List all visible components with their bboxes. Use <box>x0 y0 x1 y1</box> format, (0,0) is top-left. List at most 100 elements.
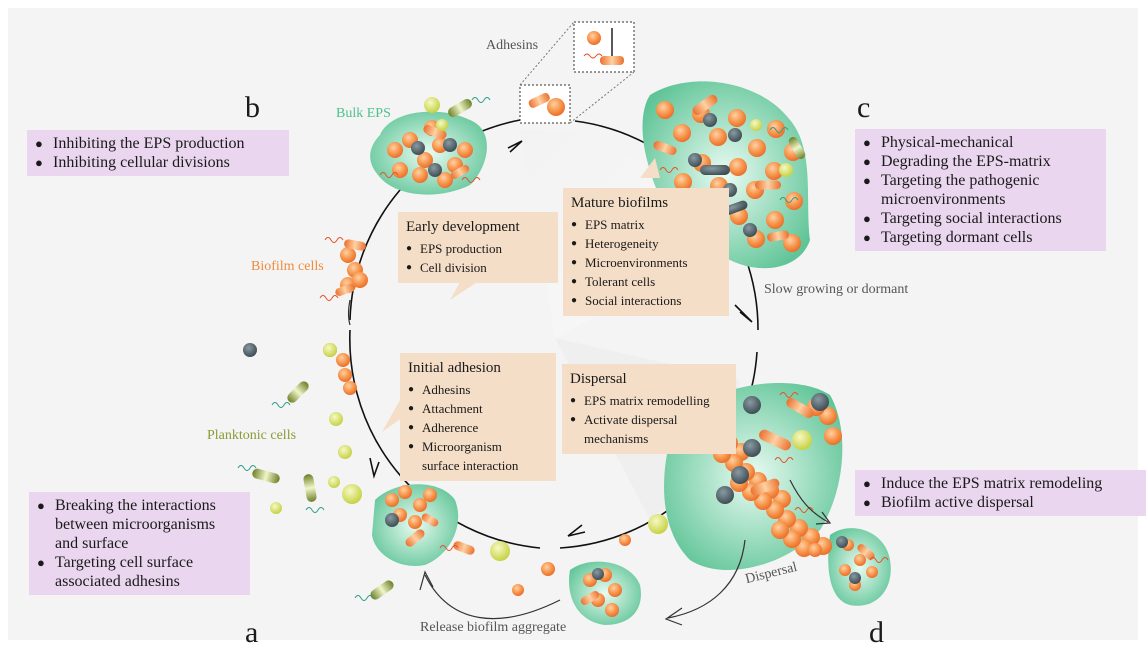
orange-cell <box>748 139 766 157</box>
planktonic-cell <box>329 412 343 426</box>
planktonic-cell <box>424 97 440 113</box>
orange-cell <box>765 162 783 180</box>
rod-cell <box>692 94 718 116</box>
planktonic-rod <box>252 468 280 484</box>
orange-cell <box>656 101 674 119</box>
release-arrow <box>424 574 561 620</box>
outer-arrows <box>347 299 832 626</box>
orange-cell <box>408 515 422 529</box>
orange-cell <box>824 427 842 445</box>
strategy-item: Inhibiting cellular divisions <box>35 153 281 172</box>
orange-cell <box>605 603 619 617</box>
orange-cell <box>866 566 878 578</box>
dormant-cell <box>703 113 717 127</box>
strategy-item: Inhibiting the EPS production <box>35 134 281 153</box>
early-development-box: Early development EPS production Cell di… <box>398 212 558 283</box>
planktonic-cells-label: Planktonic cells <box>207 428 297 443</box>
strategy-box-c: Physical-mechanical Degrading the EPS-ma… <box>855 129 1106 251</box>
rod-cell <box>453 541 475 555</box>
dormant-cell <box>811 393 829 411</box>
dormant-cell <box>243 343 257 357</box>
dispersal-arrowhead-small <box>815 511 832 525</box>
orange-cell <box>709 128 727 146</box>
orange-cell <box>783 234 801 252</box>
panel-letter-c: c <box>857 91 871 124</box>
release-arrowhead <box>419 570 434 591</box>
orange-cell <box>854 554 866 566</box>
dormant-cell <box>716 486 734 504</box>
biofilm-cells-label: Biofilm cells <box>251 259 324 274</box>
orange-cell <box>785 192 803 210</box>
orange-cell <box>608 583 622 597</box>
flagellum <box>379 172 399 178</box>
orange-cell <box>673 124 691 142</box>
mature-biofilms-title: Mature biofilms <box>571 195 669 211</box>
dormant-rod <box>700 165 730 175</box>
rod-cell <box>750 478 780 496</box>
stage-item: EPS production <box>406 239 550 258</box>
planktonic-cell <box>648 514 668 534</box>
stage-item: Activate dispersal <box>570 410 728 429</box>
strategy-box-b: Inhibiting the EPS production Inhibiting… <box>27 130 289 176</box>
dormant-cell <box>836 536 848 548</box>
strategy-item-continued: and surface <box>55 535 129 552</box>
dormant-cell <box>428 163 442 177</box>
planktonic-arc <box>347 299 351 326</box>
rod-cell <box>767 230 789 242</box>
stage-item: Adhesins <box>408 380 548 399</box>
flagellum <box>769 127 789 133</box>
dispersal-box: Dispersal EPS matrix remodelling Activat… <box>562 364 736 454</box>
cycle-arrowhead <box>369 457 380 479</box>
stage-item: Social interactions <box>571 291 721 310</box>
planktonic-cell <box>270 502 282 514</box>
orange-cell <box>338 368 352 382</box>
planktonic-rod <box>448 99 472 117</box>
adhesins-inset <box>519 21 635 124</box>
adhesins-label: Adhesins <box>486 38 539 53</box>
orange-cell <box>412 167 428 183</box>
orange-cell <box>808 543 822 557</box>
rod-cell <box>857 544 875 560</box>
orange-cell <box>541 562 555 576</box>
orange-cell <box>674 173 692 191</box>
planktonic-cell <box>490 541 510 561</box>
planktonic-cell <box>342 484 362 504</box>
dormant-cell <box>728 128 742 142</box>
bulk-eps-label: Bulk EPS <box>336 106 391 121</box>
stage-item: Attachment <box>408 399 548 418</box>
orange-cell <box>352 272 368 288</box>
initial-adhesion-title: Initial adhesion <box>408 360 501 376</box>
flagellum <box>237 465 257 471</box>
flagellum <box>659 167 679 173</box>
stage-item: Adherence <box>408 418 548 437</box>
orange-cell <box>387 142 403 158</box>
planktonic-rod <box>287 381 309 403</box>
flagellum <box>471 97 491 103</box>
rod-cell <box>759 429 791 451</box>
orange-cell <box>385 493 399 507</box>
orange-cell <box>767 120 785 138</box>
callout-tail <box>640 158 660 178</box>
dormant-cell <box>743 439 761 457</box>
stage-item: Microenvironments <box>571 253 721 272</box>
orange-cell <box>457 142 473 158</box>
stage-item: Heterogeneity <box>571 234 721 253</box>
orange-cell <box>413 498 427 512</box>
flagellum <box>461 177 481 183</box>
orange-cell <box>512 584 524 596</box>
orange-cell <box>336 353 350 367</box>
dispersal-arrow-small <box>789 479 829 523</box>
planktonic-cell <box>750 119 762 131</box>
rod-cell <box>653 140 677 156</box>
orange-cell <box>392 162 408 178</box>
stage-item-continued: surface interaction <box>422 458 519 473</box>
flagellum <box>794 507 814 513</box>
dormant-cell <box>731 466 749 484</box>
flagellum <box>305 507 325 513</box>
strategy-item: Breaking the interactions <box>37 496 242 515</box>
planktonic-cell <box>323 343 337 357</box>
cycle-arrowhead <box>567 524 586 537</box>
orange-cell <box>771 521 789 539</box>
panel-letter-d: d <box>869 616 884 649</box>
flagellum <box>779 392 799 398</box>
